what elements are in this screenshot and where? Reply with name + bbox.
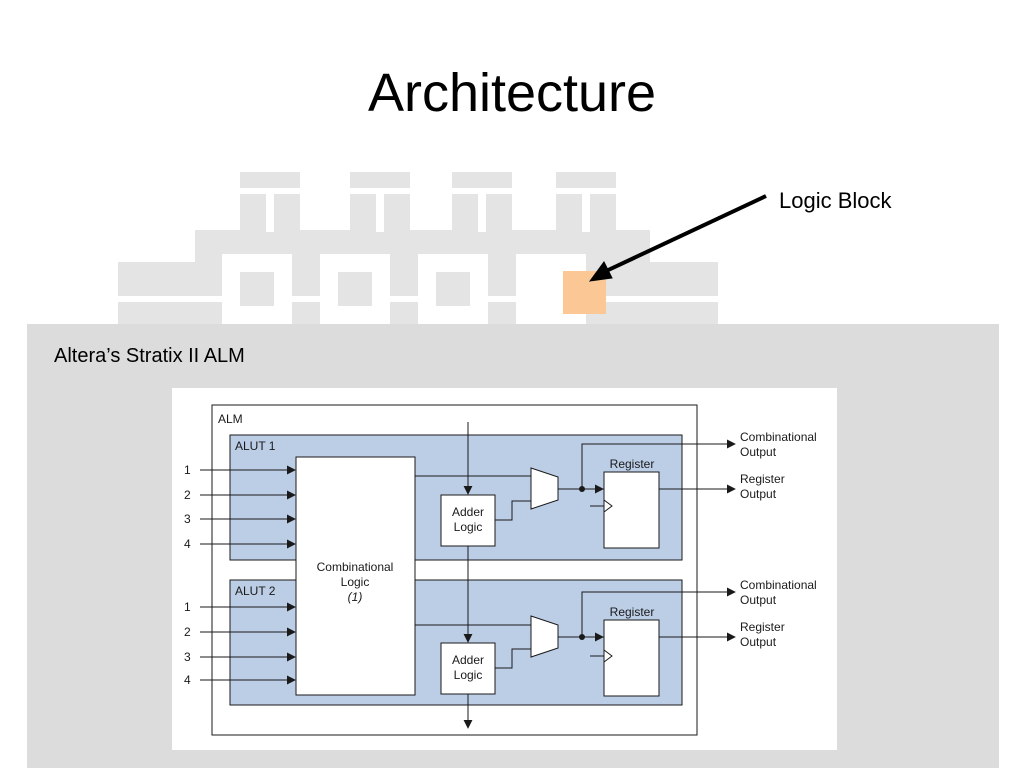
comb-output-2-line1: Combinational: [740, 578, 817, 592]
input-label: 2: [184, 625, 191, 639]
alut1-label: ALUT 1: [235, 439, 276, 453]
input-label: 1: [184, 600, 191, 614]
comb-logic-line2: Logic: [341, 575, 370, 589]
fpga-grid-background: [118, 172, 767, 330]
comb-logic-line1: Combinational: [317, 560, 394, 574]
alut2-label: ALUT 2: [235, 584, 276, 598]
comb-logic-note: (1): [348, 590, 363, 604]
register-2-label: Register: [610, 605, 655, 619]
reg-output-2-line1: Register: [740, 620, 785, 634]
reg-output-2-line2: Output: [740, 635, 777, 649]
comb-output-1-line1: Combinational: [740, 430, 817, 444]
adder-logic-1: [440, 494, 496, 547]
reg-output-1-line2: Output: [740, 487, 777, 501]
alut2-inputs: 1 2 3 4: [184, 600, 296, 687]
comb-output-1-line2: Output: [740, 445, 777, 459]
mux-1: [530, 467, 559, 510]
panel-caption: Altera’s Stratix II ALM: [54, 345, 245, 367]
slide-title: Architecture: [367, 63, 657, 123]
adder-2-line1: Adder: [452, 653, 484, 667]
input-label: 3: [184, 650, 191, 664]
input-label: 1: [184, 463, 191, 477]
alm-figure: ALM ALUT 1 ALUT 2 Combinational Logic (1…: [172, 388, 837, 750]
alut1-inputs: 1 2 3 4: [184, 463, 296, 551]
comb-output-2-line2: Output: [740, 593, 777, 607]
input-label: 4: [184, 673, 191, 687]
adder-1-line1: Adder: [452, 505, 484, 519]
adder-logic-2: [440, 642, 496, 695]
register-1: [603, 471, 660, 549]
mux-2: [530, 615, 559, 658]
input-label: 3: [184, 512, 191, 526]
input-label: 2: [184, 488, 191, 502]
logic-block-callout: Logic Block: [779, 188, 892, 213]
register-2: [603, 619, 660, 697]
combinational-logic-block: [295, 456, 416, 696]
adder-1-line2: Logic: [454, 520, 483, 534]
alm-label: ALM: [218, 412, 243, 426]
input-label: 4: [184, 537, 191, 551]
alm-block-diagram: ALM ALUT 1 ALUT 2 Combinational Logic (1…: [184, 404, 817, 736]
reg-output-1-line1: Register: [740, 472, 785, 486]
adder-2-line2: Logic: [454, 668, 483, 682]
register-1-label: Register: [610, 457, 655, 471]
